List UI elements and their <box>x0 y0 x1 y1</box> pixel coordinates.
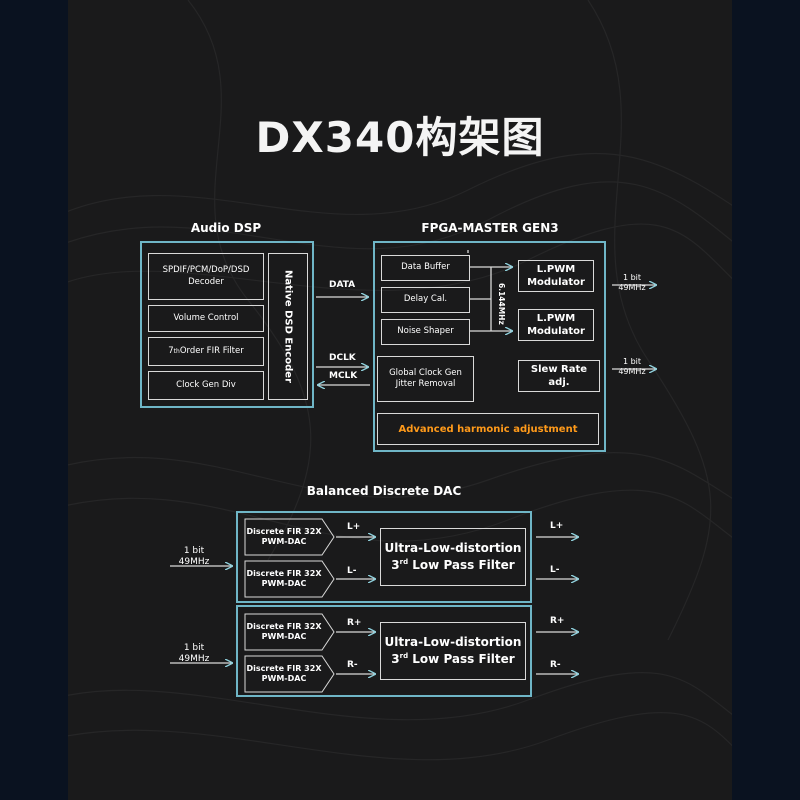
fir-order-text: Order FIR Filter <box>179 345 244 356</box>
dac-right-channel: Ultra-Low-distortion 3rd Low Pass Filter <box>236 605 532 697</box>
filter-order-sup: rd <box>399 558 409 566</box>
lowpass-filter-left: Ultra-Low-distortion 3rd Low Pass Filter <box>380 528 526 586</box>
pwm-dac-r-plus-shape <box>244 613 335 651</box>
l-minus-output-label: L- <box>550 565 560 575</box>
r-minus-output-label: R- <box>550 660 561 670</box>
left-band <box>0 0 68 800</box>
harmonic-adjustment-box: Advanced harmonic adjustment <box>377 413 599 445</box>
mclk-label: MCLK <box>329 371 358 381</box>
data-buffer-box: Data Buffer <box>381 255 470 281</box>
filter-line2: Low Pass Filter <box>408 558 515 572</box>
pwm-dac-r-minus: Discrete FIR 32X PWM-DAC <box>246 663 322 683</box>
global-clock-box: Global Clock Gen Jitter Removal <box>377 356 474 402</box>
fpga-title: FPGA-MASTER GEN3 <box>421 221 559 235</box>
filter-line1: Ultra-Low-distortion <box>384 540 522 555</box>
pwm-dac-r-minus-shape <box>244 655 335 693</box>
pwm-dac-l-plus: Discrete FIR 32X PWM-DAC <box>246 526 322 546</box>
l-plus-inner-label: L+ <box>347 522 361 532</box>
clock-gen-div-box: Clock Gen Div <box>148 371 264 400</box>
background-panel <box>68 0 732 800</box>
r-plus-output-label: R+ <box>550 616 565 626</box>
pwm-dac-l-minus: Discrete FIR 32X PWM-DAC <box>246 568 322 588</box>
dac-input-bottom-label: 1 bit 49MHz <box>178 643 210 665</box>
slew-rate-box: Slew Rate adj. <box>518 360 600 392</box>
lpwm-modulator-1: L.PWM Modulator <box>518 260 594 292</box>
decoder-box: SPDIF/PCM/DoP/DSD Decoder <box>148 253 264 300</box>
l-minus-inner-label: L- <box>347 566 357 576</box>
audio-dsp-title: Audio DSP <box>190 221 262 235</box>
audio-dsp-block: SPDIF/PCM/DoP/DSD Decoder Volume Control… <box>140 241 314 408</box>
filter-line1: Ultra-Low-distortion <box>384 634 522 649</box>
fpga-out-1-label: 1 bit 49MHz <box>618 273 646 292</box>
fpga-out-2-label: 1 bit 49MHz <box>618 357 646 376</box>
volume-control-box: Volume Control <box>148 305 264 332</box>
fpga-block: Data Buffer Delay Cal. Noise Shaper Glob… <box>373 241 606 452</box>
fir-order-sup: th <box>173 347 180 355</box>
dac-left-channel: Ultra-Low-distortion 3rd Low Pass Filter <box>236 511 532 603</box>
noise-shaper-box: Noise Shaper <box>381 319 470 345</box>
filter-order-sup: rd <box>399 652 409 660</box>
data-label: DATA <box>329 280 356 290</box>
page-title: DX340构架图 <box>255 113 545 162</box>
lowpass-filter-right: Ultra-Low-distortion 3rd Low Pass Filter <box>380 622 526 680</box>
filter-order: 3 <box>391 558 400 572</box>
pwm-dac-l-plus-shape <box>244 518 335 556</box>
pwm-dac-l-minus-shape <box>244 560 335 598</box>
filter-line2: Low Pass Filter <box>408 652 515 666</box>
r-minus-inner-label: R- <box>347 660 358 670</box>
r-plus-inner-label: R+ <box>347 618 362 628</box>
l-plus-output-label: L+ <box>550 521 564 531</box>
delay-cal-box: Delay Cal. <box>381 287 470 313</box>
dsd-encoder-box: Native DSD Encoder <box>268 253 308 400</box>
dac-title: Balanced Discrete DAC <box>306 484 462 498</box>
freq-label: 6.144MHz <box>497 283 506 325</box>
lpwm-modulator-2: L.PWM Modulator <box>518 309 594 341</box>
filter-order: 3 <box>391 652 400 666</box>
fir-order-number: 7 <box>168 345 174 356</box>
dac-input-top-label: 1 bit 49MHz <box>178 546 210 568</box>
dclk-label: DCLK <box>329 353 356 363</box>
right-band <box>732 0 800 800</box>
pwm-dac-r-plus: Discrete FIR 32X PWM-DAC <box>246 621 322 641</box>
